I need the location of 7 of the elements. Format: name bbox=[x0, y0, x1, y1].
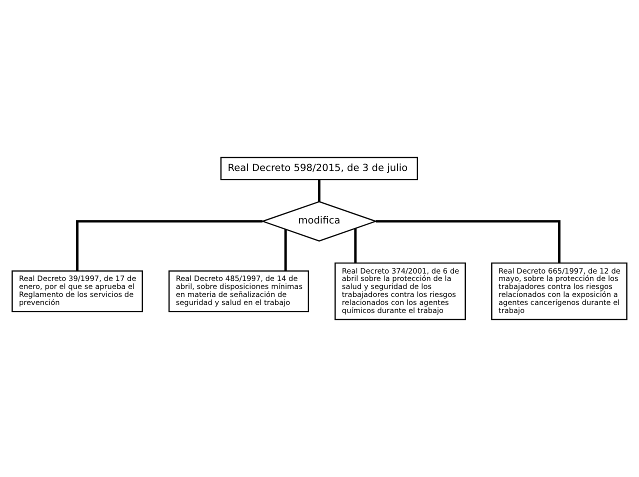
node-box: Real Decreto 598/2015, de 3 de julio bbox=[220, 156, 418, 180]
connector bbox=[284, 229, 287, 271]
connector bbox=[76, 220, 262, 271]
connector bbox=[376, 220, 560, 264]
node-diamond: modifica bbox=[260, 201, 378, 242]
connector bbox=[354, 228, 357, 263]
connector bbox=[318, 180, 320, 202]
